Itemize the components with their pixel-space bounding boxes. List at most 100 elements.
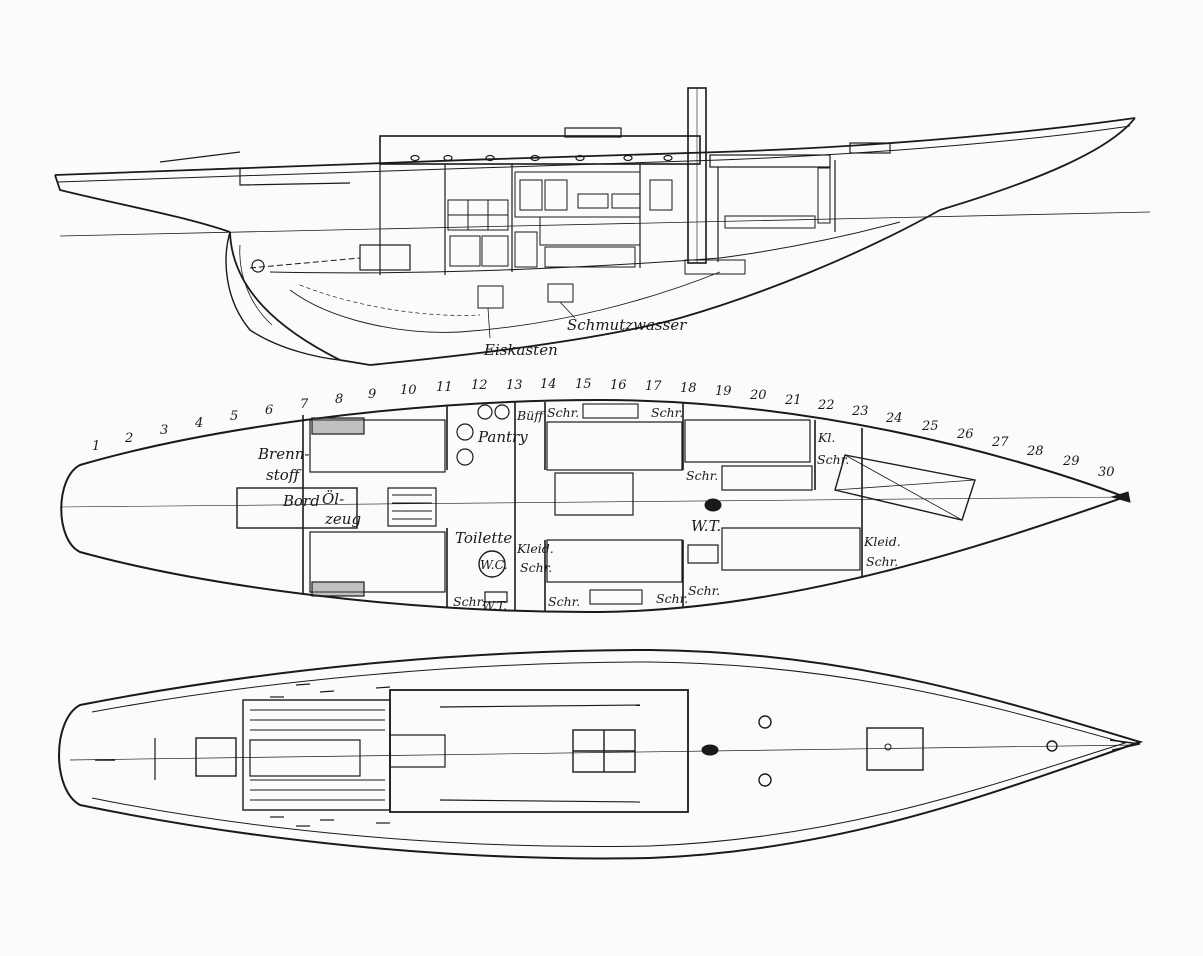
deck-plan [58, 648, 1144, 860]
hatch [564, 127, 622, 138]
frame-number: 24 [885, 411, 903, 426]
sliding-hatch [389, 734, 446, 768]
frame-number: 18 [680, 381, 697, 396]
label-wc: W.C. [480, 557, 508, 572]
toerail [91, 661, 1127, 848]
label-kl: Kl. [817, 430, 835, 445]
stem-head [1110, 491, 1131, 503]
prop-shaft [249, 257, 361, 269]
handrail-port [439, 704, 641, 708]
ice-box [477, 285, 504, 309]
fore-hatch [849, 142, 891, 154]
label-kleid-schr-1: Schr. [520, 560, 552, 575]
frame-number: 3 [160, 423, 168, 438]
frame-number: 7 [300, 397, 309, 412]
cockpit-grating [242, 699, 391, 811]
label-schr-5: Schr. [453, 594, 485, 609]
label-bord: Bord [282, 492, 320, 510]
label-schmutzwasser: Schmutzwasser [567, 316, 687, 334]
frame-number: 9 [368, 387, 376, 402]
coachroof [379, 135, 701, 165]
frame-number: 22 [817, 398, 835, 413]
binnacle [195, 737, 237, 777]
frame-number: 12 [471, 378, 488, 393]
label-schr-2: Schr. [651, 405, 683, 420]
saloon-table [554, 472, 634, 516]
cockpit-well [236, 487, 358, 529]
settee-port [546, 421, 683, 471]
label-brennstoff-2: stoff [266, 466, 302, 484]
quarter-berth-starboard [309, 531, 446, 593]
vent-port [758, 715, 772, 729]
hull-outline-plan [60, 398, 1128, 614]
label-toilette: Toilette [455, 529, 512, 547]
frame-number: 28 [1026, 444, 1044, 459]
settee-starboard [546, 539, 683, 583]
galley-stove [456, 404, 510, 466]
centerline [59, 496, 1126, 508]
label-schr-7: Schr. [656, 591, 688, 606]
forward-berth-port [684, 419, 811, 463]
tiller [159, 151, 241, 163]
deck-cleats [270, 683, 391, 827]
forward-coaming [709, 154, 831, 168]
frame-numbers: 1 2 3 4 5 6 7 8 9 10 11 12 13 14 15 16 1… [92, 377, 1115, 480]
frame-number: 8 [335, 392, 343, 407]
compartment-labels: Brenn- stoff Bord Öl- zeug Pantry Büff. … [257, 405, 901, 613]
label-schr-4: Schr. [686, 468, 718, 483]
frame-number: 14 [540, 377, 557, 392]
label-kleid-1: Kleid. [516, 541, 554, 556]
frame-number: 11 [436, 380, 453, 395]
galley-cabinets [447, 199, 538, 268]
fuel-tank-port [311, 417, 365, 435]
frame-number: 16 [610, 378, 627, 393]
pilot-berth [721, 465, 813, 491]
frame-number: 27 [991, 435, 1009, 450]
label-oelzeug-1: Öl- [322, 490, 344, 508]
frame-number: 6 [265, 403, 273, 418]
companionway [387, 487, 437, 527]
label-wt-aft: W.T. [482, 598, 507, 613]
deck-line [57, 125, 1131, 183]
locker-port [582, 403, 639, 419]
skylight [572, 729, 636, 773]
stern-overhang [54, 174, 231, 233]
frame-number: 19 [715, 384, 732, 399]
engine [359, 244, 411, 271]
handrail-starboard [439, 799, 641, 803]
hidden-line [299, 284, 481, 316]
rudder-stock [239, 244, 273, 326]
label-wt-fwd: W.T. [691, 517, 721, 535]
stem-fitting [1109, 739, 1141, 751]
locker-starboard [589, 589, 643, 605]
mast-step [704, 498, 722, 512]
sheer-line [54, 117, 1136, 176]
deck-centerline [69, 744, 1136, 761]
grating-slats [250, 709, 385, 801]
label-schr-1: Schr. [547, 405, 579, 420]
propeller [251, 259, 265, 273]
frame-number: 29 [1062, 454, 1080, 469]
forward-berths [684, 167, 831, 275]
cockpit [189, 167, 351, 186]
frame-number: 21 [784, 393, 802, 408]
quarter-berth-port [309, 419, 446, 473]
bow-overhang [939, 117, 1136, 211]
hull-outline-deck [58, 648, 1144, 860]
vent-starboard [758, 773, 772, 787]
label-schr-6: Schr. [548, 594, 580, 609]
label-eiskasten: Eiskasten [483, 341, 558, 359]
label-bueff: Büff. [516, 408, 547, 423]
label-schr-8: Schr. [688, 583, 720, 598]
deck-mast [701, 744, 719, 756]
rudder [225, 231, 341, 361]
frame-number: 13 [506, 378, 523, 393]
frame-number: 15 [575, 377, 592, 392]
label-oelzeug-2: zeug [324, 510, 361, 528]
profile-section-view: Schmutzwasser Eiskasten [54, 87, 1151, 366]
forward-berth-starboard [721, 527, 861, 571]
fore-hatch-deck [866, 727, 924, 771]
frame-number: 20 [749, 388, 767, 403]
label-kleid-2: Kleid. [863, 534, 901, 549]
